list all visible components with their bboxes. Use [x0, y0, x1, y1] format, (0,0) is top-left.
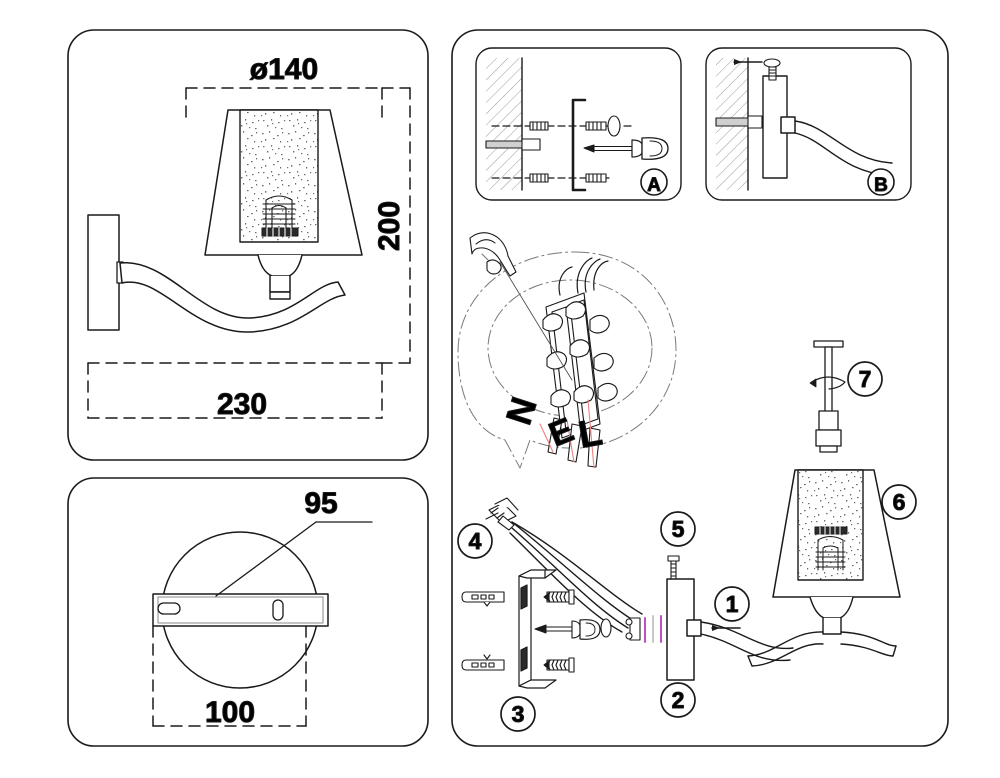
panel-assembly: A B [451, 29, 949, 747]
dim-height: 200 [373, 201, 406, 251]
dim-projection: 230 [217, 388, 267, 421]
part-6-lamp-shade: 6 [747, 469, 917, 667]
part-1-number: 1 [726, 591, 739, 617]
part-6-number: 6 [893, 489, 906, 515]
part-7-number: 7 [859, 366, 872, 392]
part-5-number: 5 [672, 516, 685, 542]
dim-shade-diameter: ø140 [250, 53, 318, 86]
part-5-fixing-screw: 5 [660, 511, 696, 583]
panel-dimensions-plan: 95 100 [67, 477, 429, 747]
part-2-number: 2 [672, 687, 685, 713]
step-a-label: A [647, 175, 661, 196]
dim-backplate-slot: 95 [304, 487, 337, 520]
part-4-wire-harness: 4 [457, 497, 662, 643]
panel-dimensions-elevation: ø140 200 230 [67, 29, 429, 461]
part-2-backplate-cover: 2 [660, 578, 702, 718]
step-b: B [705, 47, 912, 201]
dim-backplate-width: 100 [205, 696, 255, 729]
part-7-finial: 7 [809, 340, 883, 453]
part-1-bracket-arm: 1 [700, 586, 794, 662]
part-4-number: 4 [469, 528, 482, 554]
wiring-callout: N E L [457, 232, 677, 469]
screwdriver-harness [534, 618, 612, 640]
part-3-mounting-bracket: 3 [461, 569, 575, 732]
part-3-number: 3 [512, 701, 525, 727]
wiring-label-l: L [575, 411, 605, 456]
step-a: A [475, 47, 682, 201]
step-b-label: B [874, 175, 888, 196]
wiring-label-n: N [498, 392, 545, 429]
screwdriver [583, 137, 669, 160]
